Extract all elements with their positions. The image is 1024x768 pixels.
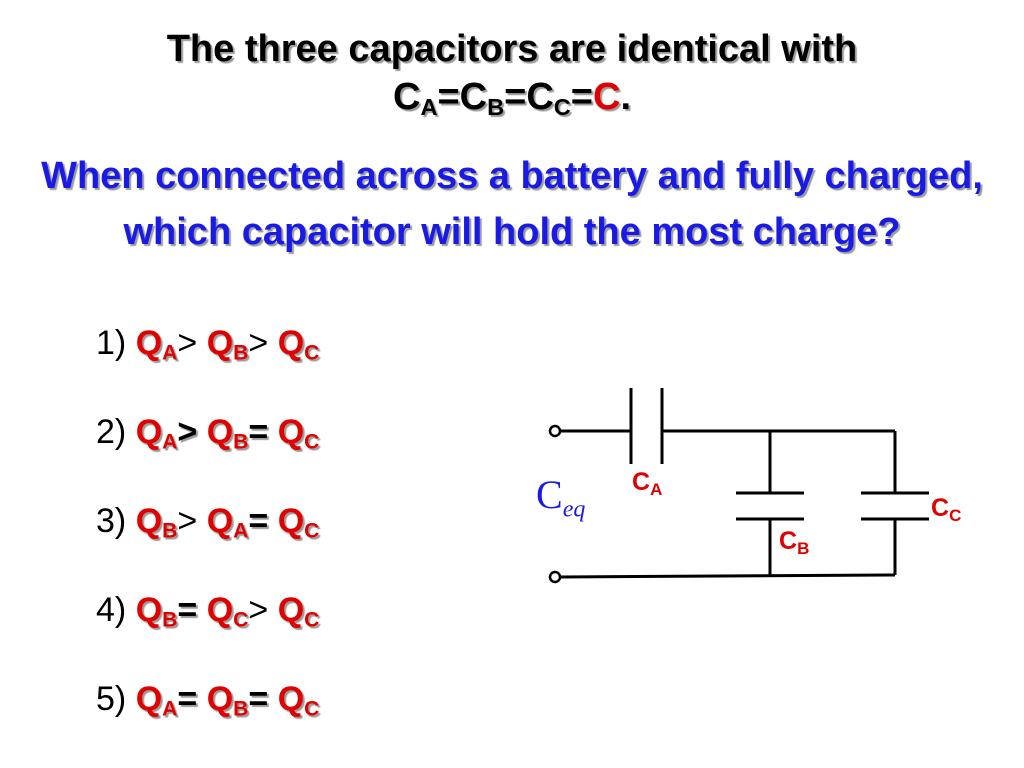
choice-2: 2) QA> QB= QC xyxy=(96,413,320,454)
cb-label: CB xyxy=(779,527,810,559)
ca-label: CA xyxy=(632,468,663,500)
c-value: C xyxy=(593,76,621,118)
ca-symbol: CA xyxy=(392,76,438,120)
cc-symbol: CC xyxy=(526,76,571,120)
cb-symbol: CB xyxy=(459,76,505,120)
title-line-2: CA=CB=CC=C. xyxy=(392,76,632,120)
choice-5: 5) QA= QB= QC xyxy=(96,680,320,721)
choice-3: 3) QB> QA= QC xyxy=(96,502,320,543)
answer-choices: 1) QA> QB> QC 2) QA> QB= QC 3) QB> QA= Q… xyxy=(96,318,319,763)
choice-1: 1) QA> QB> QC xyxy=(96,324,320,365)
title-line-1: The three capacitors are identical with xyxy=(166,28,858,70)
top-terminal xyxy=(548,424,562,438)
ceq-label: Ceq xyxy=(536,472,586,523)
question-text: When connected across a battery and full… xyxy=(41,155,983,253)
choice-4: 4) QB= QC> QC xyxy=(96,591,320,632)
cc-label: CC xyxy=(931,494,962,526)
bottom-terminal xyxy=(548,570,562,584)
wire-bottom xyxy=(560,573,896,579)
